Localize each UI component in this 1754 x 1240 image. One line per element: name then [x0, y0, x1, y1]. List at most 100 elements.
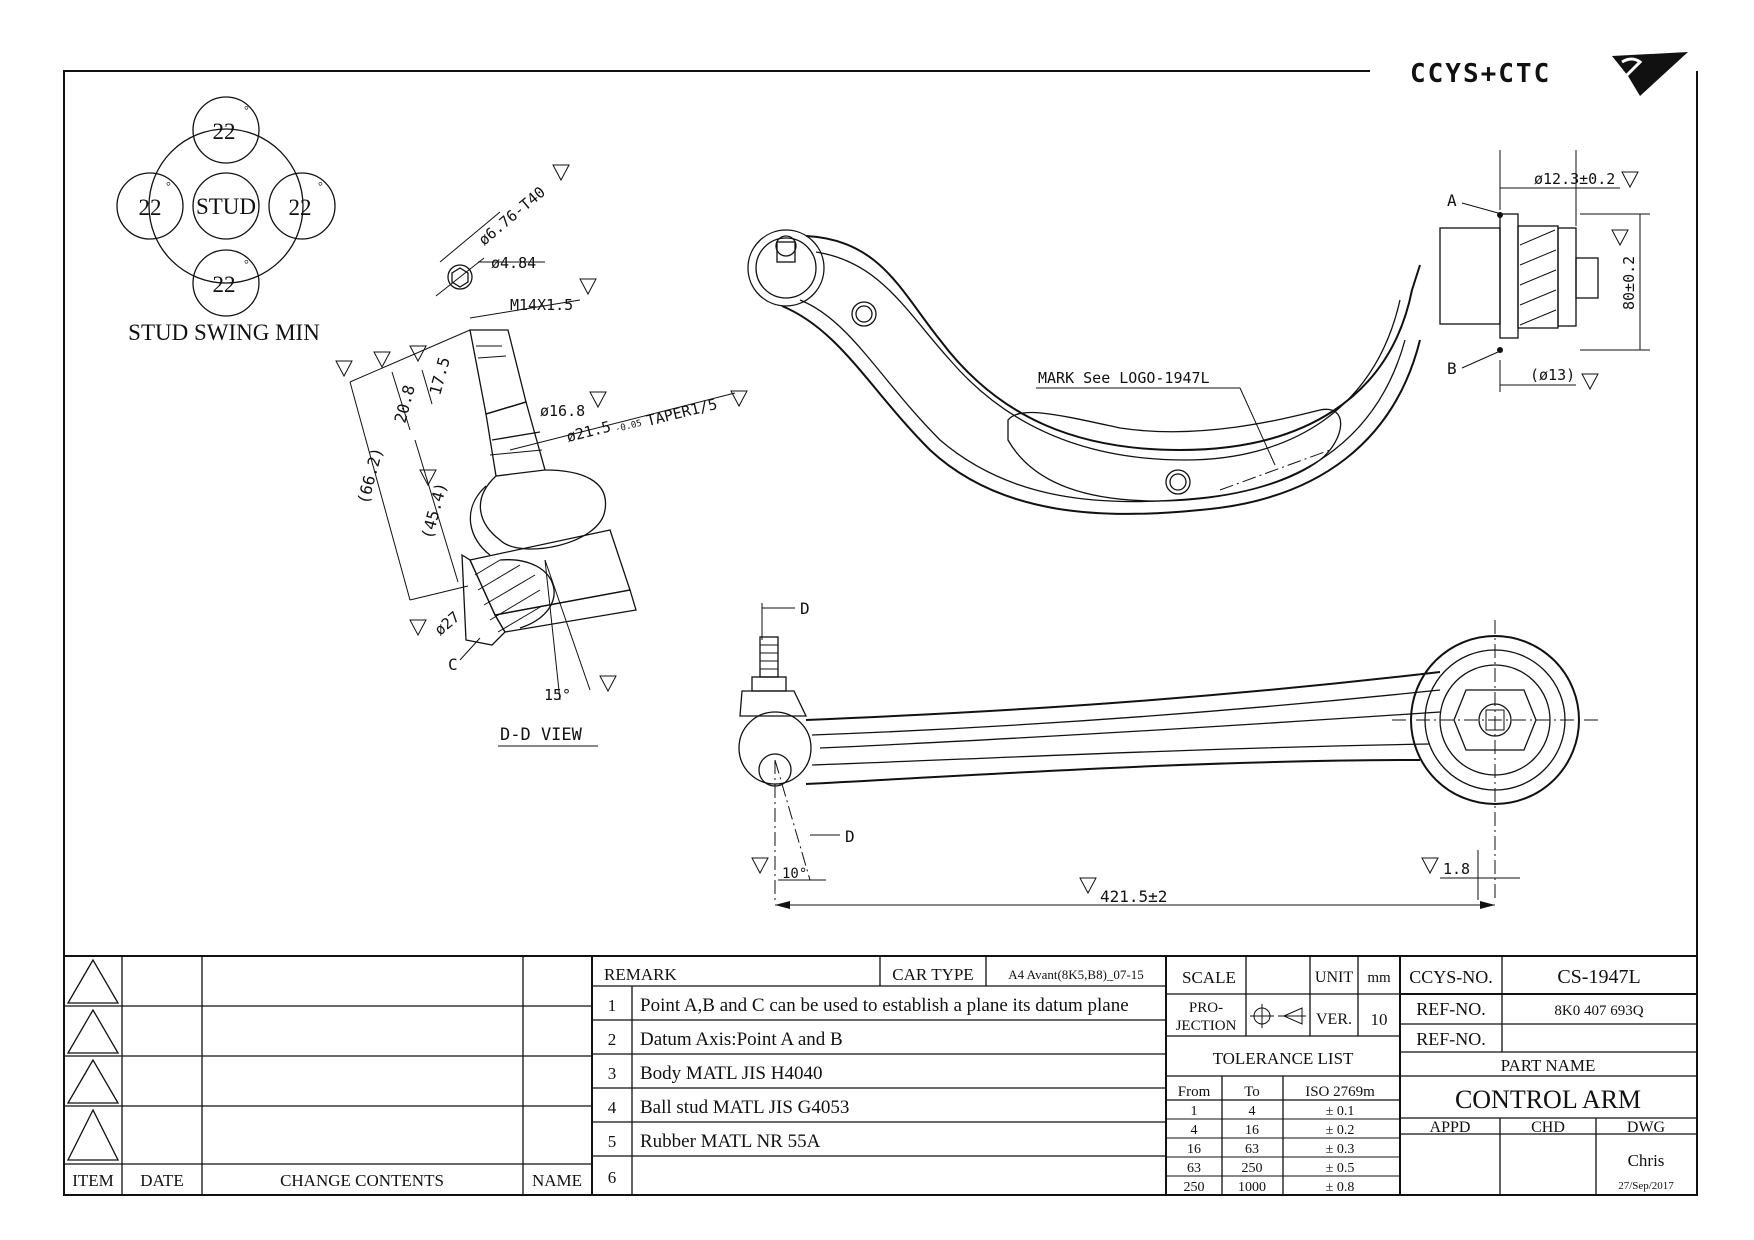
- dim-height-80: 80±0.2: [1620, 256, 1638, 310]
- remark-2: Datum Axis:Point A and B: [640, 1029, 843, 1050]
- title-block: ITEM DATE CHANGE CONTENTS NAME REMARK CA…: [64, 955, 1697, 1195]
- svg-text:4: 4: [608, 1098, 617, 1117]
- svg-text:1: 1: [1191, 1104, 1198, 1119]
- part-info-block: CCYS-NO. CS-1947L REF-NO. 8K0 407 693Q R…: [1400, 956, 1697, 1195]
- swing-angle-left: 22: [139, 195, 162, 220]
- rev-header-name: NAME: [532, 1171, 582, 1190]
- chd-label: CHD: [1531, 1119, 1565, 1136]
- svg-text:3: 3: [608, 1064, 617, 1083]
- section-mark-d-top: D: [800, 599, 810, 618]
- control-arm-top-view: A B ø12.3±0.2 (ø13) 80±0.2 MARK See LOGO…: [747, 150, 1650, 515]
- svg-text:To: To: [1244, 1084, 1260, 1100]
- rev-header-change: CHANGE CONTENTS: [280, 1171, 444, 1190]
- point-b-label: B: [1447, 359, 1457, 378]
- remark-4: Ball stud MATL JIS G4053: [640, 1097, 849, 1118]
- svg-text:1000: 1000: [1238, 1180, 1266, 1195]
- svg-text:± 0.2: ± 0.2: [1326, 1123, 1355, 1138]
- dim-d27: ø27: [431, 608, 463, 639]
- svg-text:°: °: [166, 179, 171, 193]
- svg-text:± 0.1: ± 0.1: [1326, 1104, 1355, 1119]
- car-type-label: CAR TYPE: [892, 965, 973, 984]
- logo-swoosh-icon: [1612, 52, 1688, 96]
- scale-projection-block: SCALE UNIT mm PRO- JECTION VER. 10: [1166, 956, 1400, 1037]
- company-logo: CCYS+CTC: [1410, 52, 1688, 96]
- rev-header-date: DATE: [140, 1171, 183, 1190]
- section-hatch: [474, 559, 543, 633]
- ref-no2-label: REF-NO.: [1416, 1029, 1486, 1049]
- svg-text:From: From: [1178, 1084, 1211, 1100]
- section-mark-d-bottom: D: [845, 827, 855, 846]
- drawn-by: Chris: [1628, 1151, 1665, 1170]
- swing-angle-bottom: 22: [213, 272, 236, 297]
- svg-text:°: °: [244, 257, 249, 271]
- svg-text:16: 16: [1245, 1123, 1259, 1138]
- ver-value: 10: [1371, 1010, 1388, 1029]
- scale-label: SCALE: [1182, 968, 1236, 987]
- svg-text:5: 5: [608, 1132, 617, 1151]
- ccys-no-label: CCYS-NO.: [1409, 967, 1493, 987]
- dim-d168: ø16.8: [540, 402, 585, 420]
- control-arm-side-view: D D 10° 1.8 421.5±2: [738, 599, 1600, 909]
- remark-label: REMARK: [604, 965, 677, 984]
- svg-text:16: 16: [1187, 1142, 1201, 1157]
- ref-no-value: 8K0 407 693Q: [1554, 1003, 1643, 1019]
- dd-view-label: D-D VIEW: [500, 725, 583, 745]
- dim-angle-10: 10°: [782, 866, 807, 882]
- rev-header-item: ITEM: [72, 1171, 114, 1190]
- bush-hatch: [1519, 229, 1557, 326]
- remark-3: Body MATL JIS H4040: [640, 1063, 822, 1084]
- dim-17-5: 17.5: [426, 355, 454, 397]
- svg-text:± 0.3: ± 0.3: [1326, 1142, 1355, 1157]
- dim-hex-socket: ø6.76-T40: [475, 183, 549, 249]
- svg-text:63: 63: [1187, 1161, 1201, 1176]
- ver-label: VER.: [1316, 1011, 1352, 1028]
- dim-20-8: 20.8: [391, 383, 419, 425]
- car-type-value: A4 Avant(8K5,B8)_07-15: [1008, 967, 1144, 982]
- dd-view-ballstud: ø6.76-T40 ø4.84 M14X1.5 ø16.8 ø21.5 -0.0…: [335, 164, 748, 747]
- svg-text:1: 1: [608, 996, 617, 1015]
- mark-logo-note: MARK See LOGO-1947L: [1038, 369, 1210, 387]
- projection-label-1: PRO-: [1189, 1000, 1223, 1016]
- swing-angle-top: 22: [213, 119, 236, 144]
- stud-center-label: STUD: [196, 194, 256, 219]
- dim-dia-12-3: ø12.3±0.2: [1534, 170, 1615, 188]
- remark-5: Rubber MATL NR 55A: [640, 1131, 821, 1152]
- dim-taper: ø21.5: [565, 417, 613, 445]
- unit-label: UNIT: [1315, 969, 1353, 986]
- projection-symbol-icon: [1250, 1004, 1306, 1028]
- part-name-label: PART NAME: [1501, 1056, 1596, 1075]
- point-c-label: C: [448, 655, 458, 674]
- svg-text:4: 4: [1249, 1104, 1256, 1119]
- svg-text:6: 6: [608, 1168, 617, 1187]
- drawing-date: 27/Sep/2017: [1618, 1180, 1674, 1192]
- projection-label-2: JECTION: [1176, 1018, 1237, 1034]
- svg-text:°: °: [318, 179, 323, 193]
- svg-text:°: °: [244, 103, 249, 117]
- revision-table: ITEM DATE CHANGE CONTENTS NAME: [64, 956, 593, 1195]
- dim-hex-inner: ø4.84: [491, 254, 536, 272]
- point-a-label: A: [1447, 191, 1457, 210]
- dim-dia-13: (ø13): [1530, 366, 1575, 384]
- logo-text: CCYS+CTC: [1410, 59, 1551, 89]
- revision-triangle-icon: [66, 1108, 120, 1161]
- dwg-label: DWG: [1627, 1119, 1666, 1136]
- revision-triangle-icon: [66, 1008, 120, 1054]
- dim-offset-1-8: 1.8: [1443, 860, 1470, 878]
- stud-swing-diagram: STUD 22 22 22 22 ° ° ° ° STUD SWING MIN: [116, 96, 336, 345]
- tolerance-title: TOLERANCE LIST: [1213, 1049, 1354, 1068]
- remark-1: Point A,B and C can be used to establish…: [640, 995, 1129, 1016]
- dim-thread: M14X1.5: [510, 296, 573, 314]
- dim-taper-tol: -0.05: [614, 419, 643, 435]
- appd-label: APPD: [1430, 1119, 1471, 1136]
- ref-no-label: REF-NO.: [1416, 999, 1486, 1019]
- unit-value: mm: [1367, 970, 1391, 986]
- ccys-no-value: CS-1947L: [1557, 966, 1640, 988]
- part-name-value: CONTROL ARM: [1455, 1085, 1641, 1114]
- sheet-border: [63, 70, 1698, 1196]
- svg-text:± 0.8: ± 0.8: [1326, 1180, 1355, 1195]
- svg-text:2: 2: [608, 1030, 617, 1049]
- dim-angle-15: 15°: [544, 686, 571, 704]
- svg-text:250: 250: [1184, 1180, 1205, 1195]
- remarks-table: REMARK CAR TYPE A4 Avant(8K5,B8)_07-15 1…: [592, 956, 1167, 1195]
